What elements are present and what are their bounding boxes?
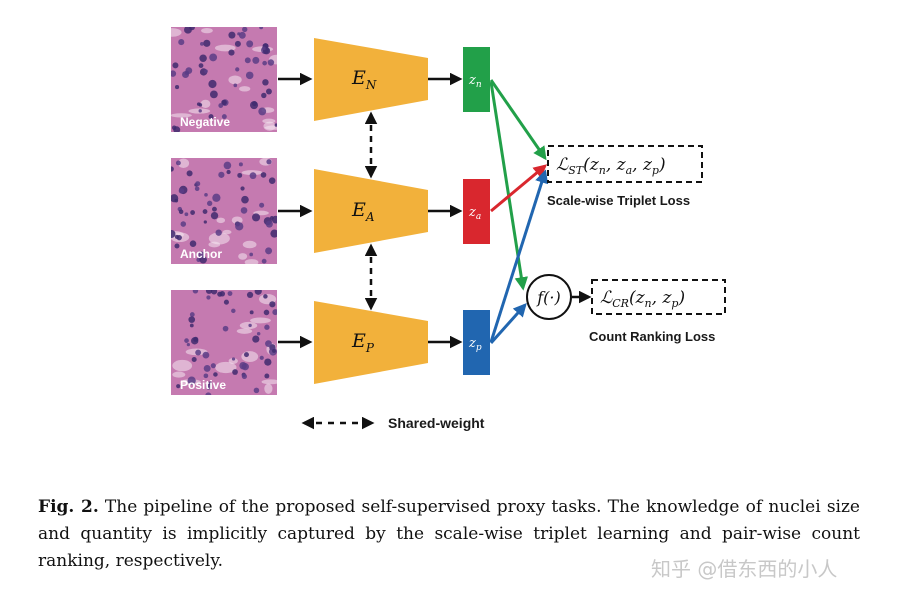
arrow-zp-to-function [489,302,527,345]
count-function-node: f(·) [526,274,572,320]
tile-anchor: Anchor [171,158,277,264]
legend-shared-weight: Shared-weight [301,415,485,431]
arrow-zn-to-triplet [489,79,547,161]
triplet-loss-box: ℒST(zn, za, zp) [547,145,703,183]
svg-text:EP: EP [351,330,375,355]
embedding-zp: zp [463,310,490,375]
figure-caption-label: Fig. 2. [38,497,99,517]
svg-text:EN: EN [351,67,377,92]
encoder-p: EP [314,301,428,384]
tile-positive: Positive [171,290,277,395]
svg-text:zn: zn [468,73,482,90]
embedding-za: za [463,179,490,244]
arrow-za-to-triplet [490,164,548,213]
arrow-zp-to-triplet [489,169,549,343]
embedding-zn: zn [463,47,490,112]
svg-text:f(·): f(·) [536,288,561,307]
watermark: 知乎 @借东西的小人 [651,557,838,581]
triplet-loss-caption: Scale-wise Triplet Loss [547,193,690,208]
svg-text:zp: zp [468,336,482,353]
tile-label-positive: Positive [180,378,226,392]
tile-negative: Negative [171,27,277,132]
triplet-loss-formula: ℒST(zn, za, zp) [556,155,666,177]
figure-caption: Fig. 2. The pipeline of the proposed sel… [38,494,860,575]
figure-caption-text: The pipeline of the proposed self-superv… [38,497,860,571]
tile-label-anchor: Anchor [180,247,222,261]
tile-label-negative: Negative [180,115,230,129]
count-loss-box: ℒCR(zn, zp) [591,279,726,315]
legend-label: Shared-weight [388,415,485,431]
svg-text:EA: EA [351,199,375,224]
encoder-n: EN [314,38,428,121]
encoder-a: EA [314,169,428,253]
count-loss-formula: ℒCR(zn, zp) [600,288,685,310]
count-loss-caption: Count Ranking Loss [589,329,715,344]
svg-text:za: za [468,205,481,222]
